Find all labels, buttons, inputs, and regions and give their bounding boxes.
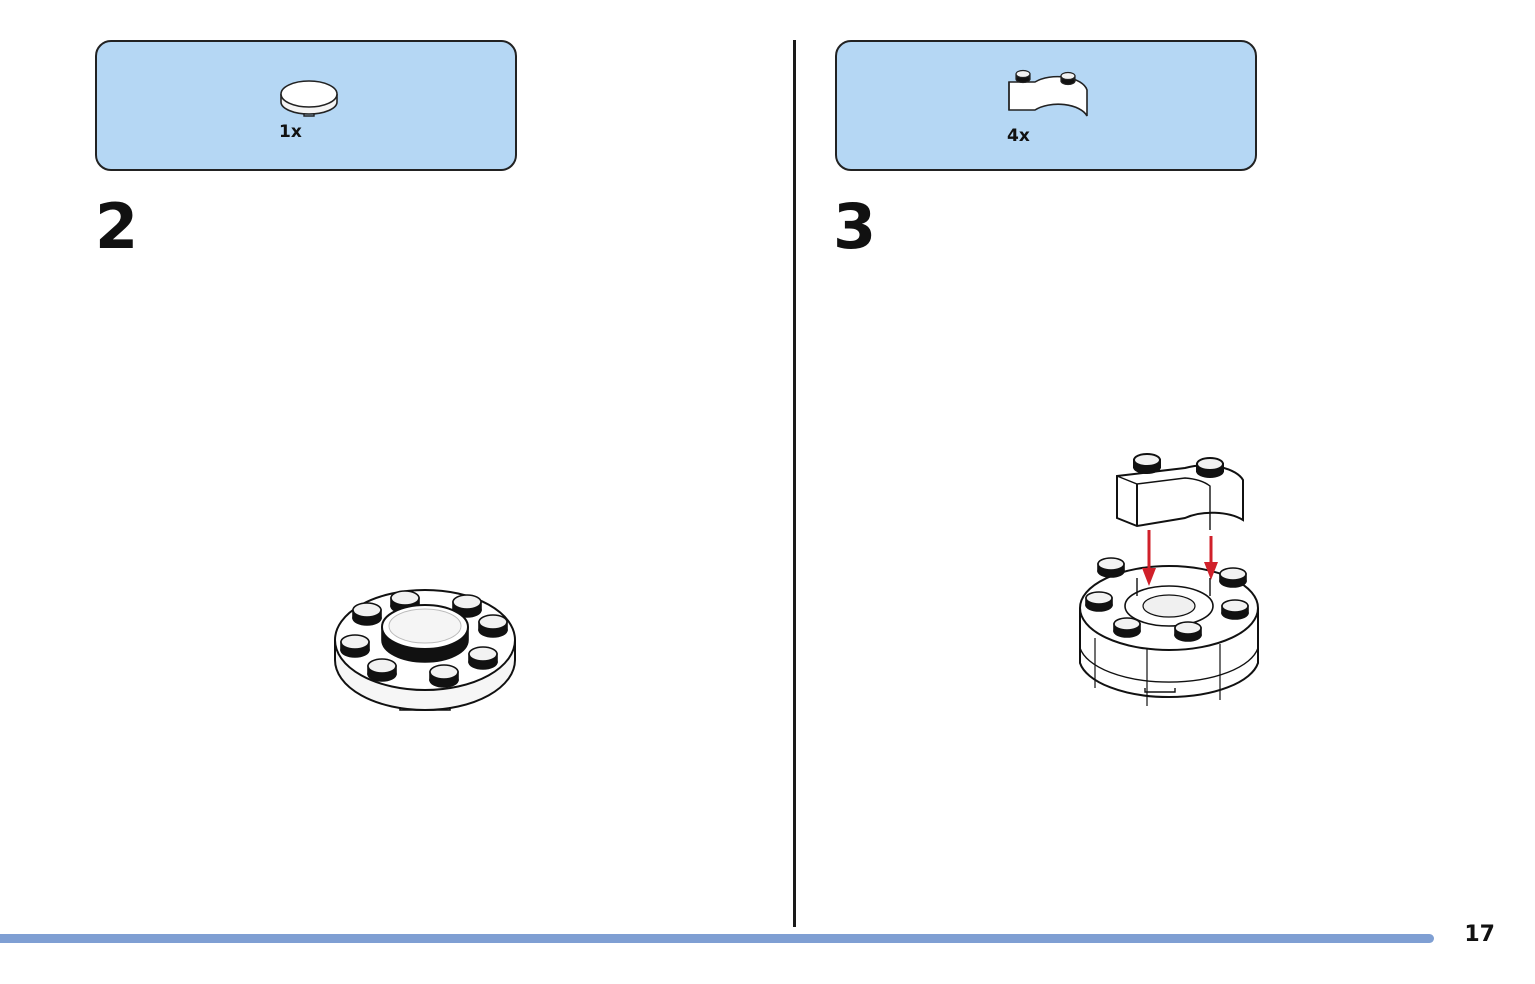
page-number: 17 [1464, 922, 1495, 947]
part-quantity: 1x [279, 122, 302, 142]
assembly-illustration-step-3 [1075, 448, 1265, 716]
parts-callout-step-3: 4x [835, 40, 1257, 171]
assembly-illustration-step-2 [330, 582, 525, 717]
round-corner-brick-icon [1005, 68, 1091, 126]
placement-arrows [1142, 530, 1218, 586]
step-number: 3 [833, 190, 877, 263]
page-divider [793, 40, 796, 927]
parts-callout-step-2: 1x [95, 40, 517, 171]
part-quantity: 4x [1007, 126, 1030, 146]
step-number: 2 [95, 190, 139, 263]
progress-bar [0, 934, 1434, 943]
round-tile-2x2-icon [278, 76, 340, 120]
